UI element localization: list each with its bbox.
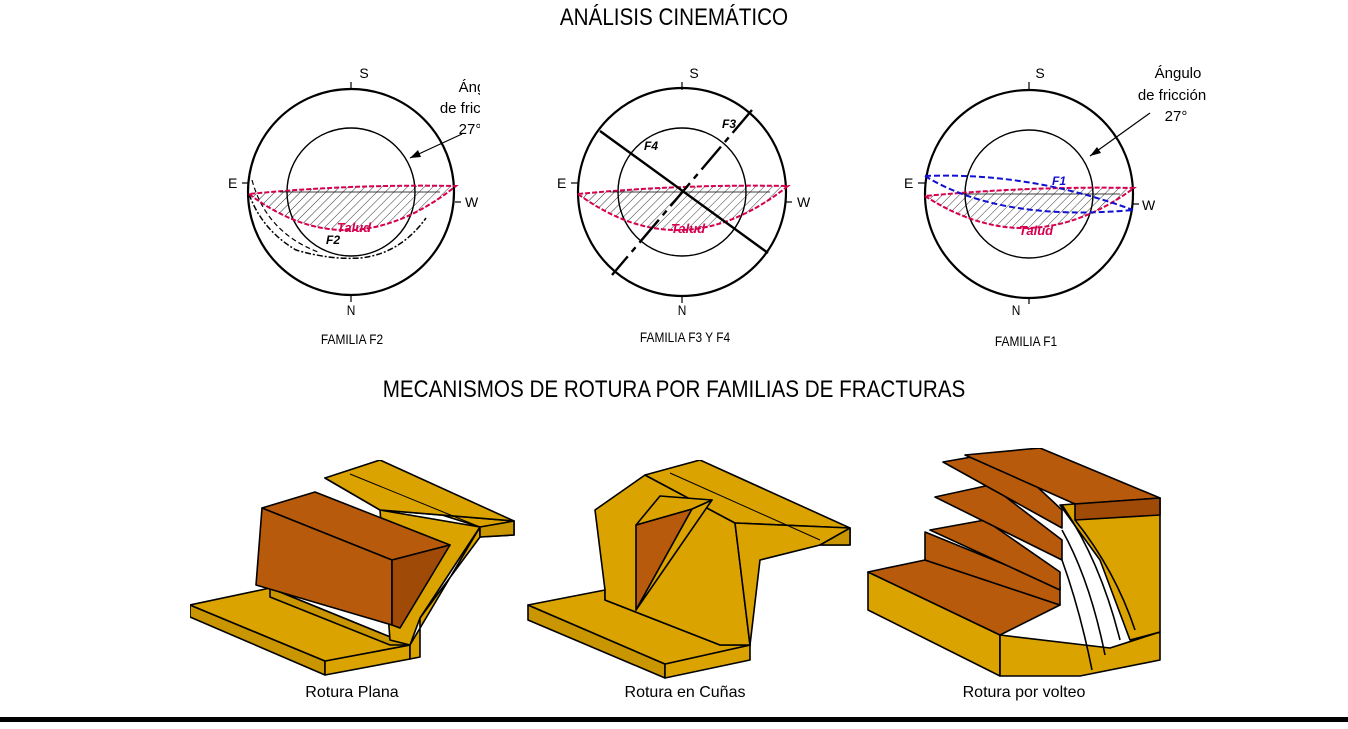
stereonet-f3-f4: S F4 F3 Talud E W: [557, 65, 811, 303]
cardinal-west: W: [1142, 197, 1156, 213]
plane-f1: [924, 174, 1134, 211]
caption-rotura-plana: Rotura Plana: [305, 684, 399, 701]
cardinal-west: W: [465, 194, 479, 210]
mechanisms-title: MECANISMOS DE ROTURA POR FAMILIAS DE FRA…: [382, 376, 966, 403]
stereonet-f2: S Talud F2 E W Ángulo de fricción 27°: [228, 65, 480, 302]
cardinal-north-3: N: [1011, 302, 1021, 318]
friction-label-line2: de fricción: [1138, 87, 1206, 104]
cardinal-north-1: N: [346, 302, 356, 318]
analysis-title: ANÁLISIS CINEMÁTICO: [559, 4, 789, 31]
cardinal-west: W: [797, 194, 811, 210]
slope-label: Talud: [337, 220, 372, 235]
slope-plane: [922, 186, 1137, 229]
caption-rotura-volteo: Rotura por volteo: [962, 684, 1086, 701]
friction-label-line1: Ángulo: [1155, 65, 1202, 82]
stereonet-f1: S F1 Talud E W Ángulo de fricción 27°: [904, 65, 1206, 304]
block-rotura-cunas: [527, 460, 851, 679]
bottom-rule: [0, 717, 1348, 722]
cardinal-east: E: [228, 175, 237, 191]
caption-familia-f2: FAMILIA F2: [320, 331, 384, 347]
cardinal-north-2: N: [677, 302, 687, 318]
cardinal-east: E: [904, 175, 913, 191]
plane-label-f1: F1: [1052, 174, 1066, 188]
cardinal-south: S: [689, 65, 698, 81]
cardinal-south: S: [359, 65, 368, 81]
plane-f3: [611, 109, 753, 276]
block-rotura-volteo: [867, 448, 1161, 677]
caption-familia-f1: FAMILIA F1: [994, 333, 1058, 349]
plane-label-f2: F2: [326, 233, 340, 247]
slope-plane: [575, 184, 791, 231]
plane-f4: [599, 130, 769, 254]
slope-label: Talud: [1019, 223, 1054, 238]
friction-label-line3: 27°: [459, 121, 480, 138]
plane-label-f3: F3: [722, 117, 736, 131]
caption-rotura-cunas: Rotura en Cuñas: [624, 684, 746, 701]
cardinal-south: S: [1035, 65, 1044, 81]
friction-label-line3: 27°: [1165, 108, 1188, 125]
slope-plane: [246, 184, 459, 231]
cardinal-east: E: [557, 175, 566, 191]
plane-label-f4: F4: [644, 139, 658, 153]
caption-familia-f3-f4: FAMILIA F3 Y F4: [639, 329, 731, 345]
friction-label-line1: Ángulo: [459, 79, 480, 96]
plane-f2: [248, 193, 427, 260]
friction-label-line2: de fricción: [440, 100, 480, 117]
block-rotura-plana: [190, 460, 515, 676]
slope-label: Talud: [671, 221, 706, 236]
